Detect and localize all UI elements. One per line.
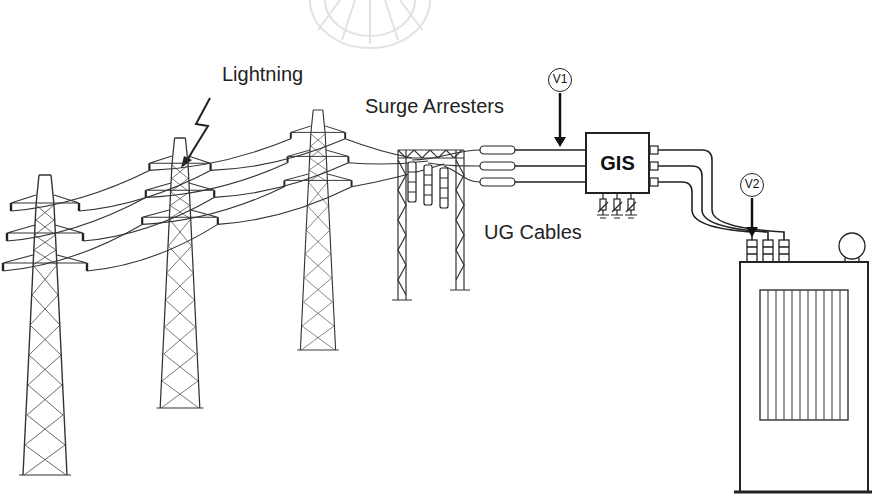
underground-cables [515,150,585,182]
node-text: GIS [600,152,634,174]
watermark [310,0,430,48]
cable-termination [480,146,515,186]
v1-pointer-arrow [554,93,566,147]
node-text: V2 [745,178,760,191]
cable-leads [412,150,480,182]
transformer-feeders [658,150,784,240]
gis-surge-arresters [597,194,637,218]
gis-box: GIS [585,132,650,194]
lightning-bolt [181,98,210,168]
lightning-label: Lightning [222,62,303,86]
overhead-conductors [3,139,444,271]
arrester-label: Surge Arresters [365,94,504,118]
voltage-probe-circle: V2 [740,173,764,197]
power-transformer [734,233,872,492]
transmission-tower [142,138,218,408]
voltage-probe-circle: V1 [548,68,572,92]
transmission-tower [284,110,351,350]
cable-label: UG Cables [484,220,582,244]
gis-terminals [650,146,658,186]
arrester-gantry [392,150,470,300]
node-text: V1 [553,73,568,86]
transmission-tower [3,175,87,475]
v2-pointer-arrow [746,198,758,237]
surge-arrester-symbol [408,162,448,208]
